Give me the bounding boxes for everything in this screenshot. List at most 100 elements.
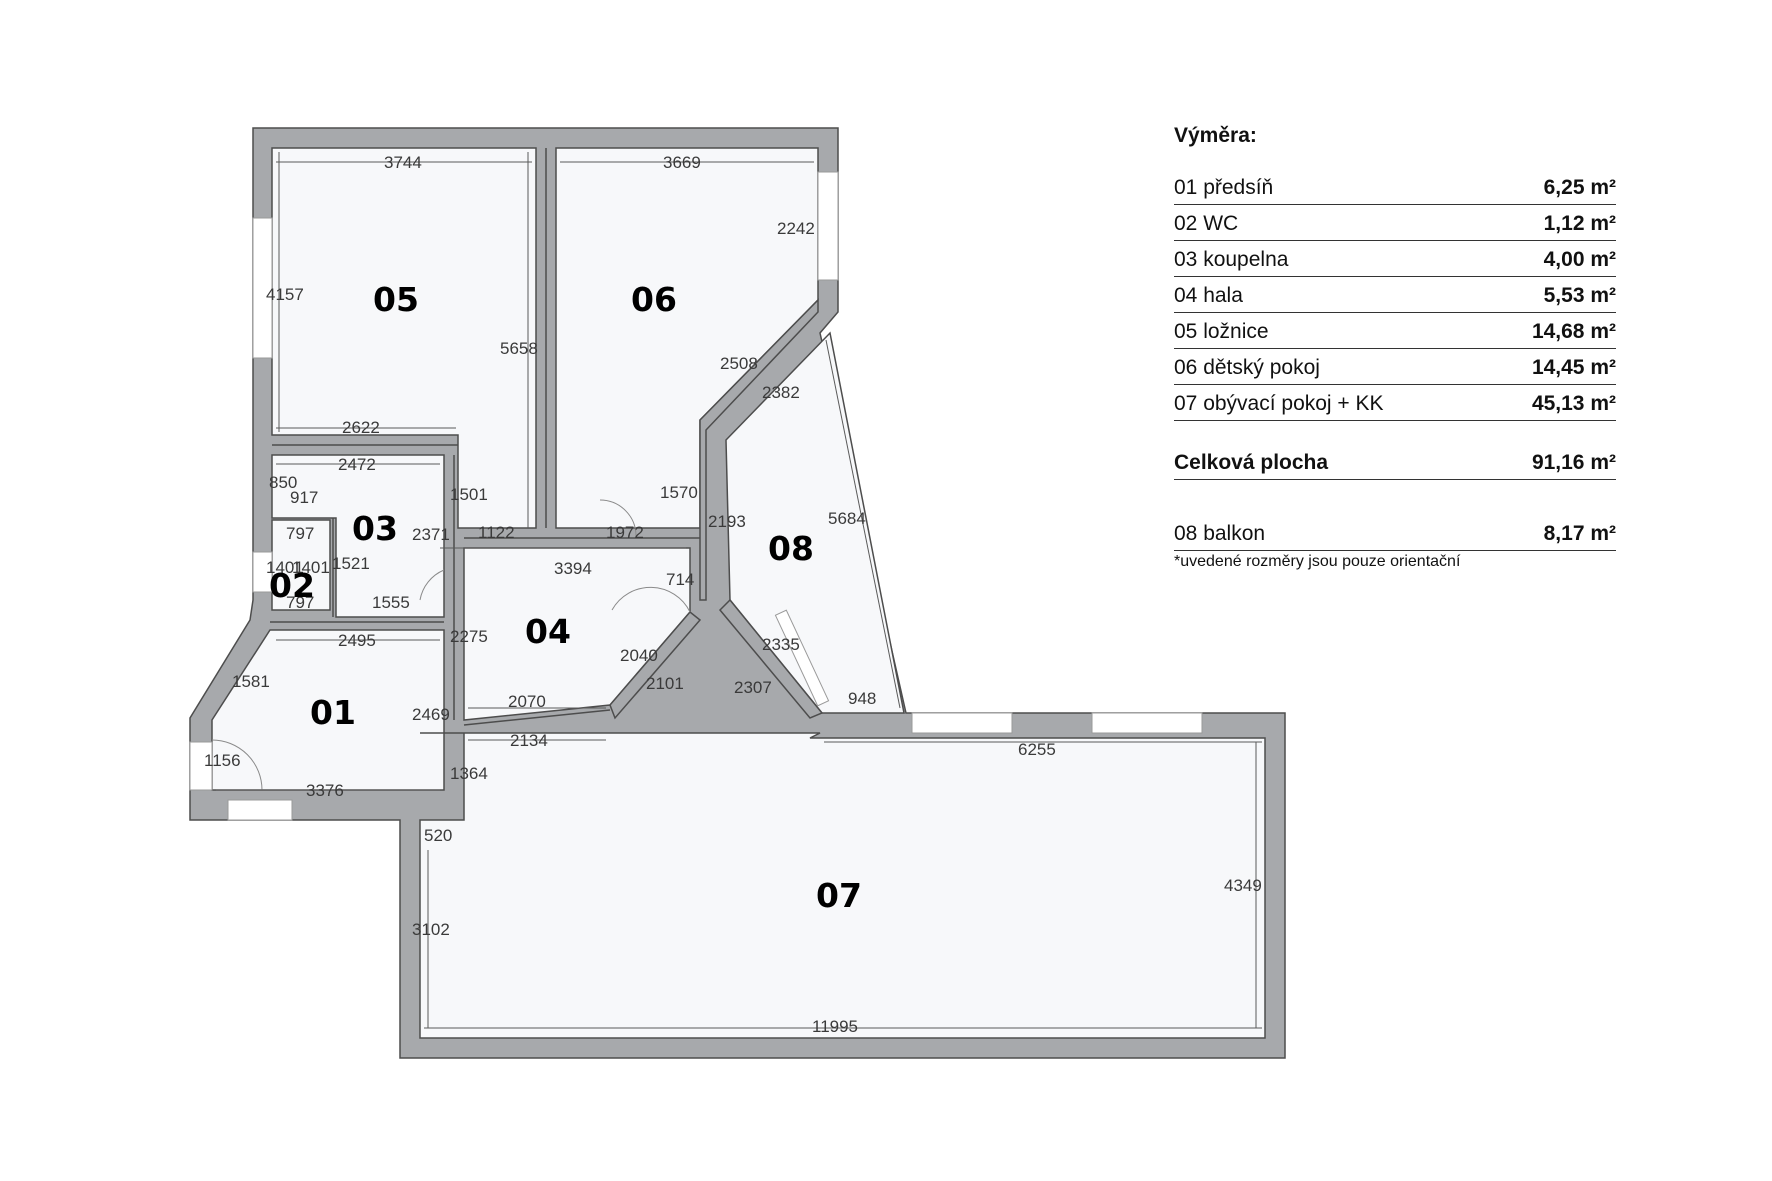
area-legend: Výměra: 01 předsíň 6,25 m² 02 WC 1,12 m² 03 …: [1174, 124, 1616, 571]
legend-row-label: 07 obývací pokoj + KK: [1174, 392, 1384, 415]
dim-3376: 3376: [306, 781, 344, 800]
dim-1401b: 1401: [292, 558, 330, 577]
dim-4157: 4157: [266, 285, 304, 304]
dim-2193: 2193: [708, 512, 746, 531]
dim-1555: 1555: [372, 593, 410, 612]
dim-520: 520: [424, 826, 452, 845]
legend-balcony-value: 8,17 m²: [1543, 522, 1616, 545]
door-04-03: [419, 569, 445, 601]
dim-2307: 2307: [734, 678, 772, 697]
dim-5684: 5684: [828, 509, 866, 528]
dim-3394: 3394: [554, 559, 592, 578]
dim-1972: 1972: [606, 523, 644, 542]
dim-948: 948: [848, 689, 876, 708]
room-03-floor: [271, 454, 445, 618]
legend-row: 05 ložnice 14,68 m²: [1174, 314, 1616, 349]
dim-2495: 2495: [338, 631, 376, 650]
dim-1364: 1364: [450, 764, 488, 783]
dim-6255: 6255: [1018, 740, 1056, 759]
dim-2371: 2371: [412, 525, 450, 544]
window-01: [189, 741, 213, 791]
legend-row: 07 obývací pokoj + KK 45,13 m²: [1174, 386, 1616, 421]
door-01: [211, 739, 263, 791]
room-06-label: 06: [631, 280, 677, 319]
legend-row: 04 hala 5,53 m²: [1174, 278, 1616, 313]
legend-row-label: 02 WC: [1174, 212, 1239, 235]
dim-2134: 2134: [510, 731, 548, 750]
room-07-floor: [419, 732, 1266, 1039]
legend-row-label: 06 dětský pokoj: [1174, 356, 1320, 379]
window-05: [252, 217, 273, 359]
dim-2070: 2070: [508, 692, 546, 711]
legend-total-label: Celková plocha: [1174, 451, 1329, 474]
corridor-wall-lower: [609, 610, 702, 720]
dim-2622: 2622: [342, 418, 380, 437]
legend-total-value: 91,16 m²: [1531, 451, 1616, 474]
dim-11995: 11995: [812, 1017, 858, 1036]
legend-row: 01 předsíň 6,25 m²: [1174, 170, 1616, 205]
dim-4349: 4349: [1224, 876, 1262, 895]
wall-04-07: [463, 709, 611, 726]
dim-3102: 3102: [412, 920, 450, 939]
dim-917: 917: [290, 488, 318, 507]
legend-row-value: 4,00 m²: [1543, 248, 1616, 271]
room-01-label: 01: [310, 693, 356, 732]
dim-2101: 2101: [646, 674, 684, 693]
legend-row-value: 5,53 m²: [1543, 284, 1616, 307]
room-02-label: 02: [269, 566, 315, 605]
legend-row-value: 1,12 m²: [1543, 212, 1616, 235]
dim-2508: 2508: [720, 354, 758, 373]
window-08: [774, 609, 830, 707]
legend-total: Celková plocha 91,16 m²: [1174, 445, 1616, 480]
legend-row-label: 03 koupelna: [1174, 248, 1289, 271]
legend-row-value: 14,68 m²: [1531, 320, 1616, 343]
legend-balcony: 08 balkon 8,17 m²: [1174, 516, 1616, 551]
legend-row: 06 dětský pokoj 14,45 m²: [1174, 350, 1616, 385]
room-05-label: 05: [373, 280, 419, 319]
legend-title: Výměra:: [1174, 124, 1257, 147]
dim-2469: 2469: [412, 705, 450, 724]
dim-1570: 1570: [660, 483, 698, 502]
room-08-label: 08: [768, 529, 814, 568]
room-05-floor: [271, 147, 537, 529]
legend-row-label: 04 hala: [1174, 284, 1243, 307]
legend-row-value: 45,13 m²: [1531, 392, 1616, 415]
window-01-bottom: [227, 799, 293, 821]
dim-2242: 2242: [777, 219, 815, 238]
dim-714: 714: [666, 570, 694, 589]
legend-note: *uvedené rozměry jsou pouze orientační: [1174, 553, 1461, 570]
dim-1521: 1521: [332, 554, 370, 573]
window-06: [817, 171, 839, 281]
room-07-label: 07: [816, 876, 862, 915]
dim-1122: 1122: [478, 523, 515, 542]
window-02: [252, 551, 273, 593]
dim-2275: 2275: [450, 627, 488, 646]
legend-rows: 01 předsíň 6,25 m² 02 WC 1,12 m² 03 koupelna…: [1174, 170, 1616, 421]
dim-1401a: 1401: [266, 558, 304, 577]
dim-1156: 1156: [204, 751, 241, 770]
legend-row-label: 01 předsíň: [1174, 176, 1274, 199]
legend-row-label: 05 ložnice: [1174, 320, 1269, 343]
dim-5658: 5658: [500, 339, 538, 358]
legend-row-value: 14,45 m²: [1531, 356, 1616, 379]
dim-797a: 797: [286, 524, 314, 543]
dim-2335: 2335: [762, 635, 800, 654]
door-04-08: [611, 586, 691, 613]
dim-2040: 2040: [620, 646, 658, 665]
legend-row-value: 6,25 m²: [1543, 176, 1616, 199]
window-07-b: [1091, 712, 1203, 734]
door-04-06: [599, 499, 637, 537]
dim-1581: 1581: [232, 672, 270, 691]
dim-2382: 2382: [762, 383, 800, 402]
dim-2472: 2472: [338, 455, 376, 474]
dim-850: 850: [269, 473, 297, 492]
room-08-floor: [725, 331, 905, 714]
floor-plan: 3744 3669 2242 4157 5658 2508 2382 2622 …: [189, 127, 1286, 1059]
legend-balcony-label: 08 balkon: [1174, 522, 1266, 545]
dim-3744: 3744: [384, 153, 422, 172]
dim-1501: 1501: [450, 485, 488, 504]
room-04-label: 04: [525, 612, 571, 651]
corridor-wall-upper: [699, 298, 819, 601]
dim-3669: 3669: [663, 153, 701, 172]
